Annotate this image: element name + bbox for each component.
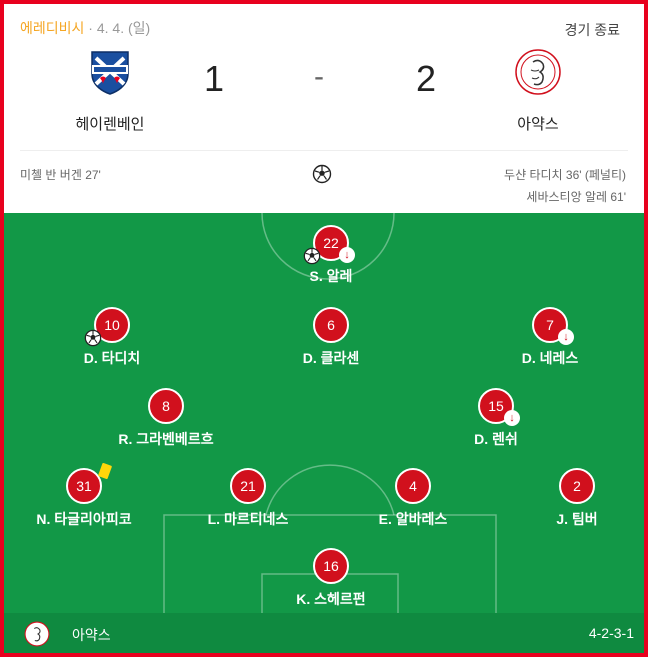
soccer-ball-icon	[303, 247, 321, 265]
player-name: S. 알레	[309, 268, 353, 284]
player-name: D. 렌쉬	[474, 431, 518, 447]
player-number: 10	[84, 307, 130, 347]
player-2[interactable]: 2 J. 팀버	[477, 468, 644, 529]
substitution-icon: ↓	[504, 410, 520, 426]
ajax-crest-icon	[515, 49, 561, 95]
ajax-crest-icon	[24, 621, 50, 647]
substitution-icon: ↓	[339, 247, 355, 263]
player-name: K. 스헤르펀	[296, 591, 366, 607]
heerenveen-crest-icon	[91, 51, 129, 95]
player-number: 31	[66, 462, 113, 504]
player-name: J. 팀버	[556, 511, 598, 527]
player-8[interactable]: 8 R. 그라벤베르흐	[66, 388, 266, 449]
player-name: L. 마르티네스	[207, 511, 289, 527]
formation: 4-2-3-1	[588, 625, 634, 641]
soccer-ball-icon	[84, 329, 102, 347]
player-number: 2	[559, 468, 595, 504]
player-name: N. 타글리아피코	[36, 511, 132, 527]
away-scorer-2: 세바스티앙 알레 61'	[526, 190, 626, 204]
league-link[interactable]: 에레디비시	[20, 20, 85, 36]
player-number: 7↓	[532, 307, 574, 345]
player-number: 15↓	[478, 388, 520, 426]
player-name: R. 그라벤베르흐	[118, 431, 214, 447]
score-separator: -	[314, 60, 324, 93]
lineup-pitch: 22↓ S. 알레 10 D. 타디치 6 D. 클라센 7↓ D. 네레스 8 R. 그라벤베르…	[4, 213, 644, 653]
away-scorer-1: 두샨 타디치 36' (페널티)	[504, 168, 626, 182]
player-number: 6	[313, 307, 349, 343]
player-name: D. 타디치	[83, 350, 141, 366]
home-scorer: 미첼 반 버겐 27'	[20, 168, 101, 182]
divider	[20, 150, 628, 151]
match-meta: 에레디비시 · 4. 4. (일)	[20, 18, 150, 38]
home-team-name: 헤이렌베인	[75, 116, 145, 133]
player-name: D. 네레스	[521, 350, 579, 366]
home-team[interactable]: 헤이렌베인	[50, 48, 170, 134]
match-date: · 4. 4. (일)	[84, 20, 151, 36]
player-10[interactable]: 10 D. 타디치	[12, 307, 212, 368]
player-number: 8	[148, 388, 184, 424]
player-number: 22↓	[303, 225, 355, 265]
player-4[interactable]: 4 E. 알바레스	[313, 468, 513, 529]
match-status: 경기 종료	[564, 22, 620, 38]
soccer-ball-icon	[312, 164, 332, 184]
player-7[interactable]: 7↓ D. 네레스	[450, 307, 644, 368]
lineup-team-name: 아약스	[72, 627, 111, 643]
away-team[interactable]: 아약스	[478, 48, 598, 134]
substitution-icon: ↓	[558, 329, 574, 345]
match-card: 에레디비시 · 4. 4. (일) 경기 종료 헤이렌베인 1 - 2 아약스 …	[4, 4, 644, 653]
player-number: 21	[230, 468, 266, 504]
player-16[interactable]: 16 K. 스헤르펀	[231, 548, 431, 609]
home-score: 1	[204, 58, 225, 99]
away-team-name: 아약스	[517, 116, 559, 133]
player-name: E. 알바레스	[378, 511, 448, 527]
player-21[interactable]: 21 L. 마르티네스	[148, 468, 348, 529]
player-15[interactable]: 15↓ D. 렌쉬	[396, 388, 596, 449]
player-6[interactable]: 6 D. 클라센	[231, 307, 431, 368]
player-number: 16	[313, 548, 349, 584]
player-31[interactable]: 31 N. 타글리아피코	[4, 462, 184, 529]
player-number: 4	[395, 468, 431, 504]
player-name: D. 클라센	[302, 350, 360, 366]
lineup-footer: 아약스 4-2-3-1	[4, 613, 644, 653]
away-score: 2	[416, 58, 437, 99]
player-22[interactable]: 22↓ S. 알레	[231, 225, 431, 286]
